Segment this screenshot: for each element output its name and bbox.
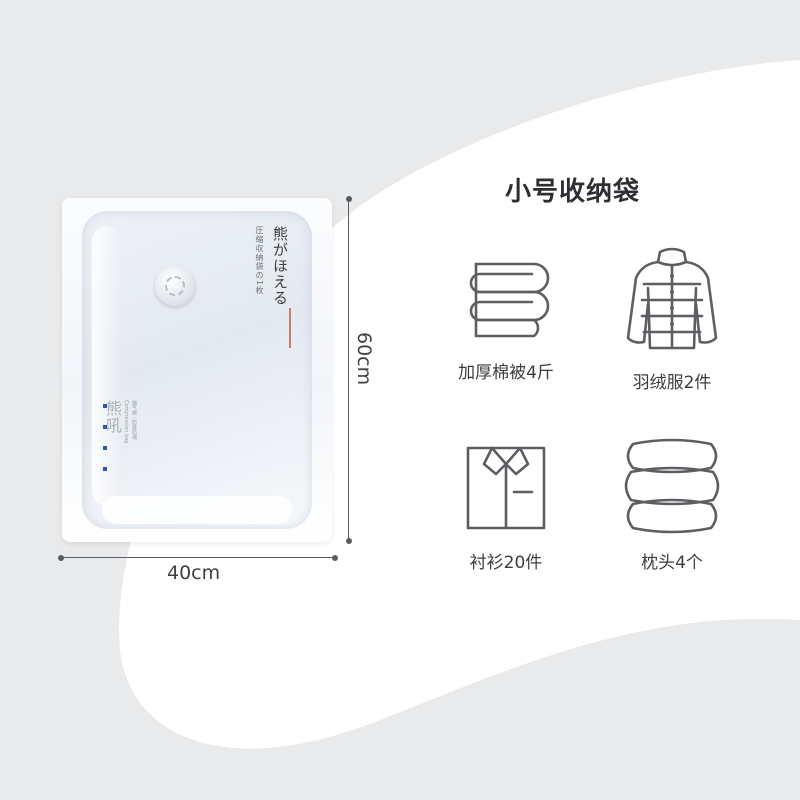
bag-logo-text: 熊吼 [103, 400, 122, 434]
capacity-item-jacket: 羽绒服2件 [602, 244, 742, 393]
height-label: 60cm [353, 332, 375, 386]
capacity-label: 加厚棉被4斤 [458, 363, 554, 383]
capacity-item-shirt: 衬衫20件 [436, 434, 576, 573]
down-jacket-icon [626, 247, 718, 350]
shirt-icon [466, 446, 546, 530]
bag-bottom-shine [102, 496, 292, 524]
capacity-label: 枕头4个 [641, 553, 703, 573]
bag-shine [92, 226, 122, 506]
air-valve-icon [155, 266, 195, 306]
folded-quilt-icon [469, 262, 550, 338]
bag-blue-marks [103, 404, 109, 488]
width-dimension-line [58, 554, 338, 561]
storage-bag-image [62, 198, 332, 542]
capacity-item-pillow: 枕头4个 [602, 434, 742, 573]
bag-tiny-text: 抽气袋 · 防霉防潮 Compression bag [122, 400, 138, 443]
capacity-item-quilt: 加厚棉被4斤 [436, 244, 576, 383]
pillow-stack-icon [624, 438, 720, 534]
bag-brand-text: 熊がほえる [271, 226, 289, 306]
product-title: 小号收纳袋 [505, 177, 641, 207]
bag-accent-line [289, 308, 291, 348]
height-dimension-line [345, 196, 352, 544]
capacity-label: 衬衫20件 [469, 553, 543, 573]
bag-tiny-line: Compression bag [123, 400, 129, 444]
bag-tiny-line: 抽气袋 · 防霉防潮 [131, 400, 137, 440]
capacity-label: 羽绒服2件 [632, 373, 712, 393]
width-label: 40cm [167, 562, 221, 584]
bag-subtitle-text: 圧縮収納袋の1枚 [255, 226, 264, 296]
